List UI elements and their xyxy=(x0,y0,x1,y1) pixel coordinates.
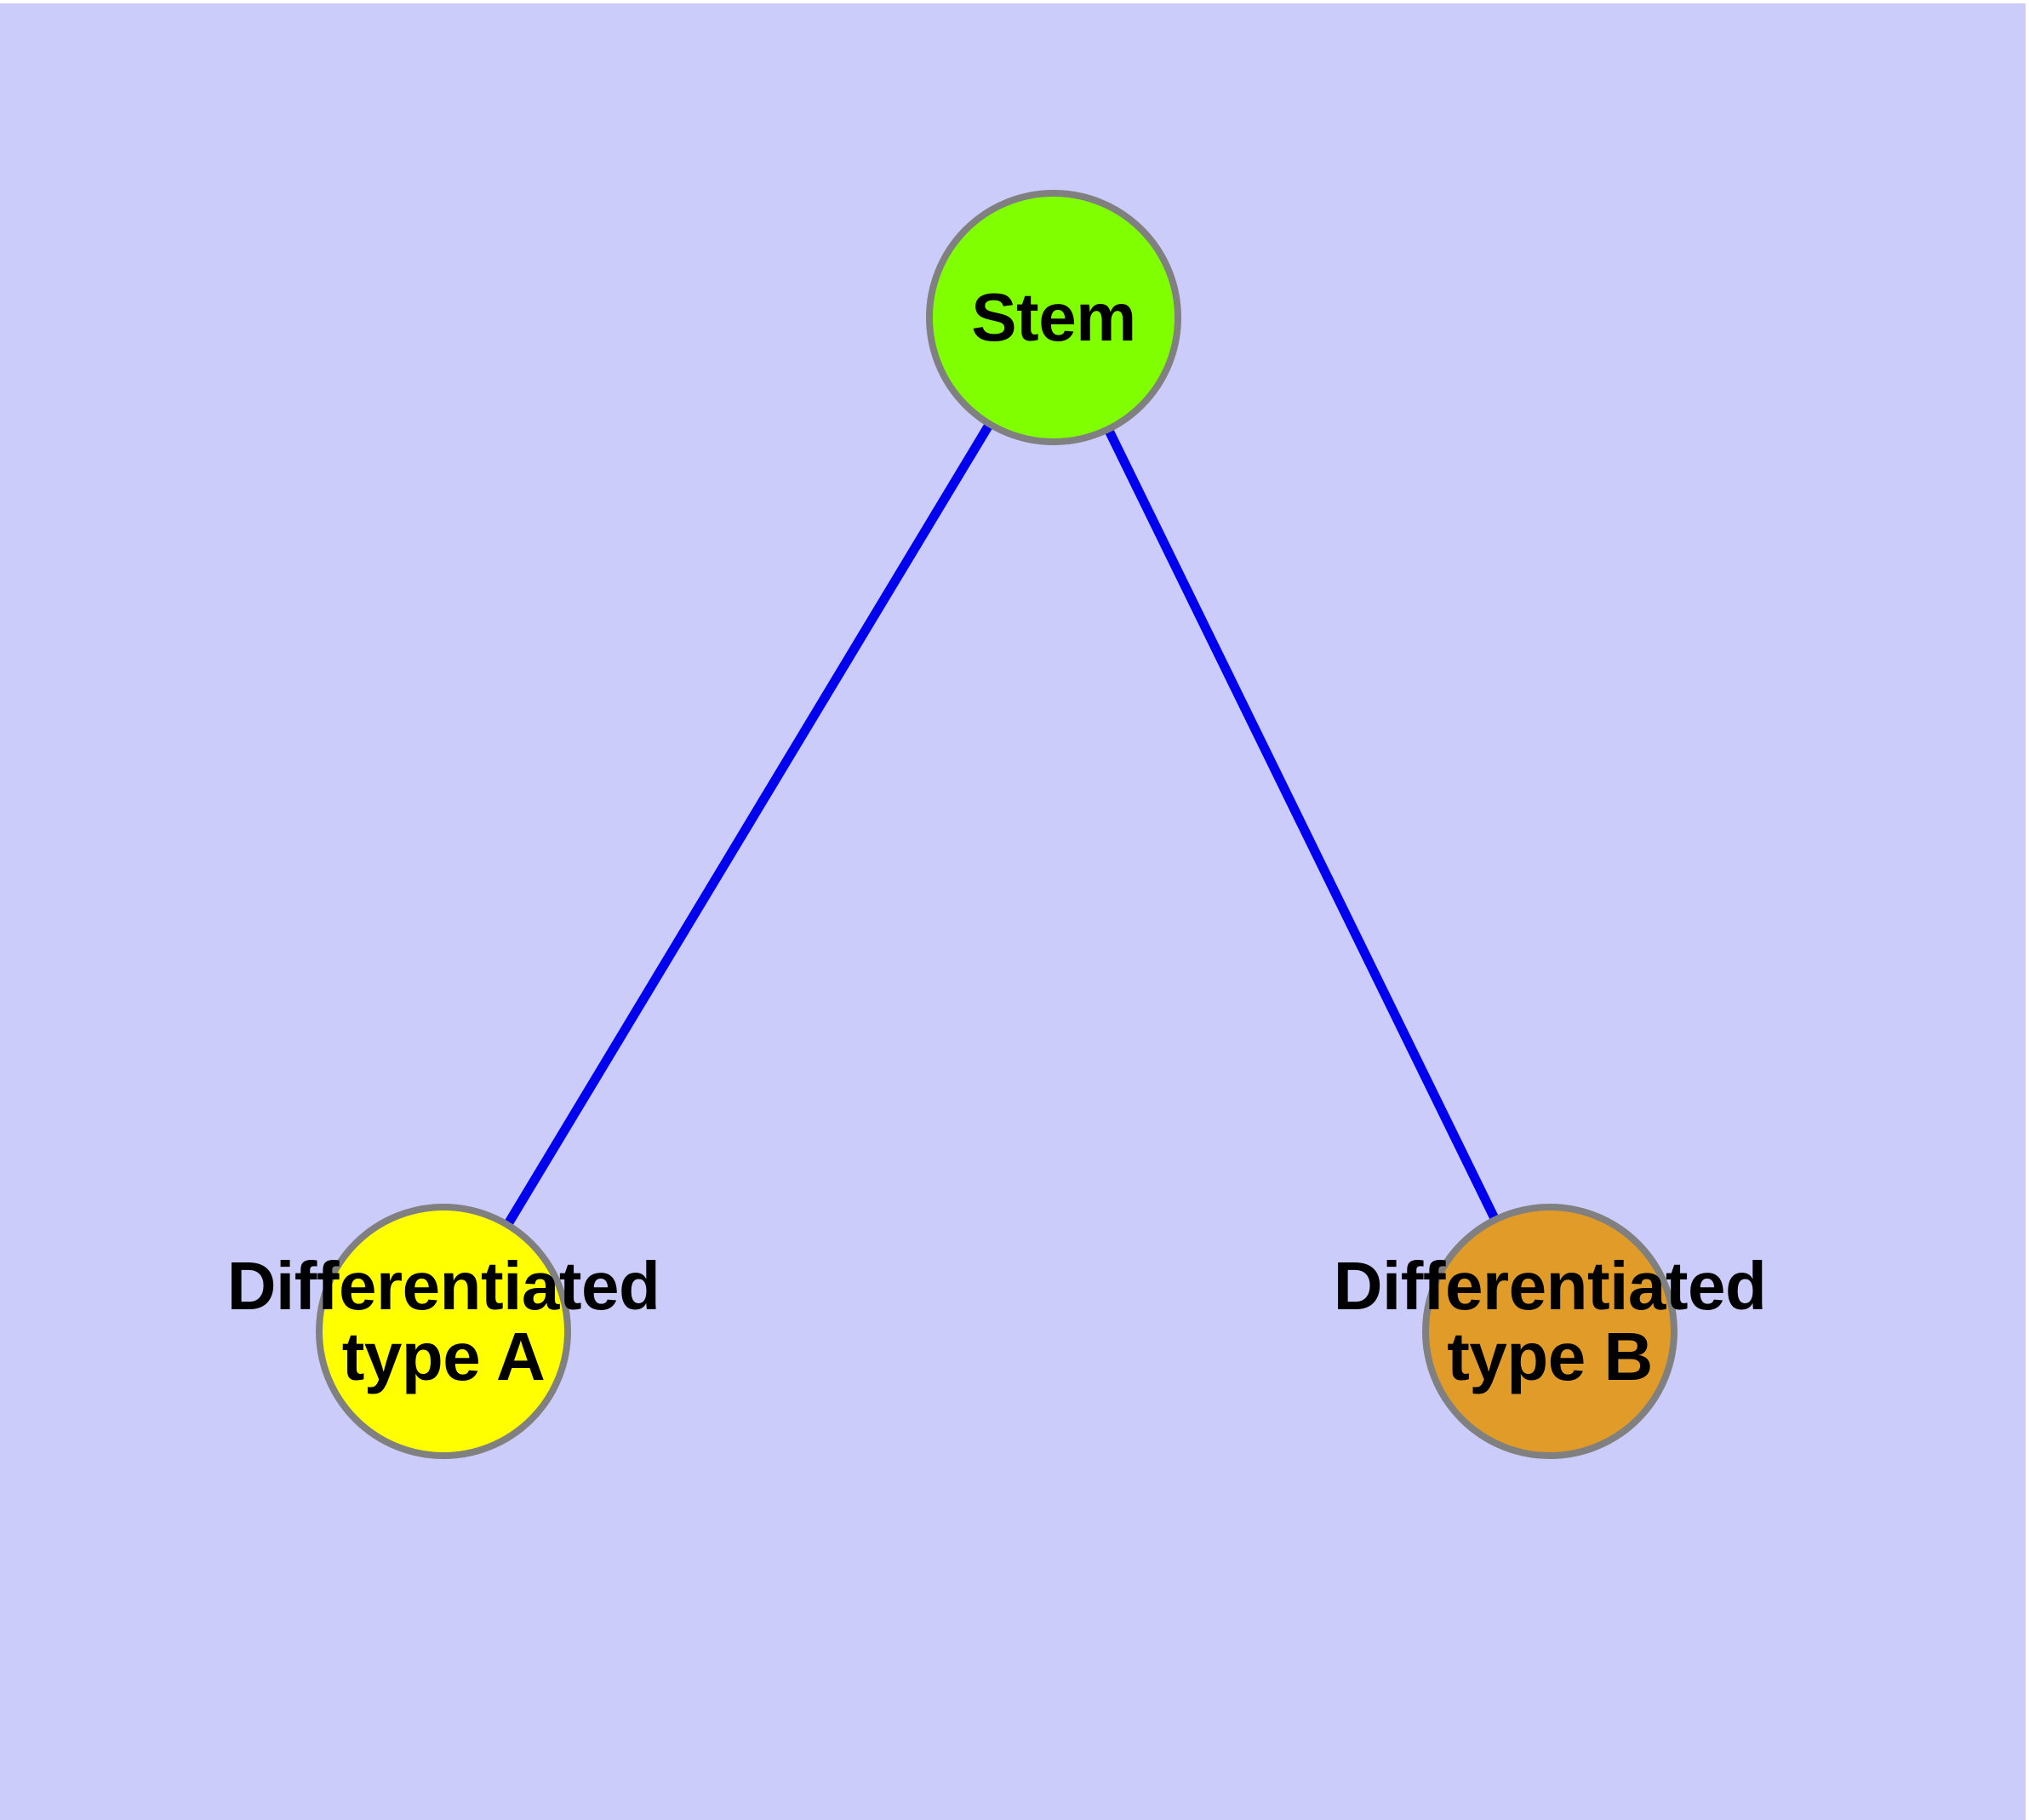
node-differentiated-type-a[interactable] xyxy=(316,1204,571,1459)
graph-svg xyxy=(316,190,1677,1459)
edge-layer xyxy=(439,315,1554,1334)
node-differentiated-type-b[interactable] xyxy=(1422,1204,1677,1459)
edge-stem-to-diff-a xyxy=(439,315,1058,1334)
node-stem[interactable] xyxy=(926,190,1181,445)
edge-stem-to-diff-b xyxy=(1049,315,1554,1334)
node-layer xyxy=(316,190,1677,1459)
